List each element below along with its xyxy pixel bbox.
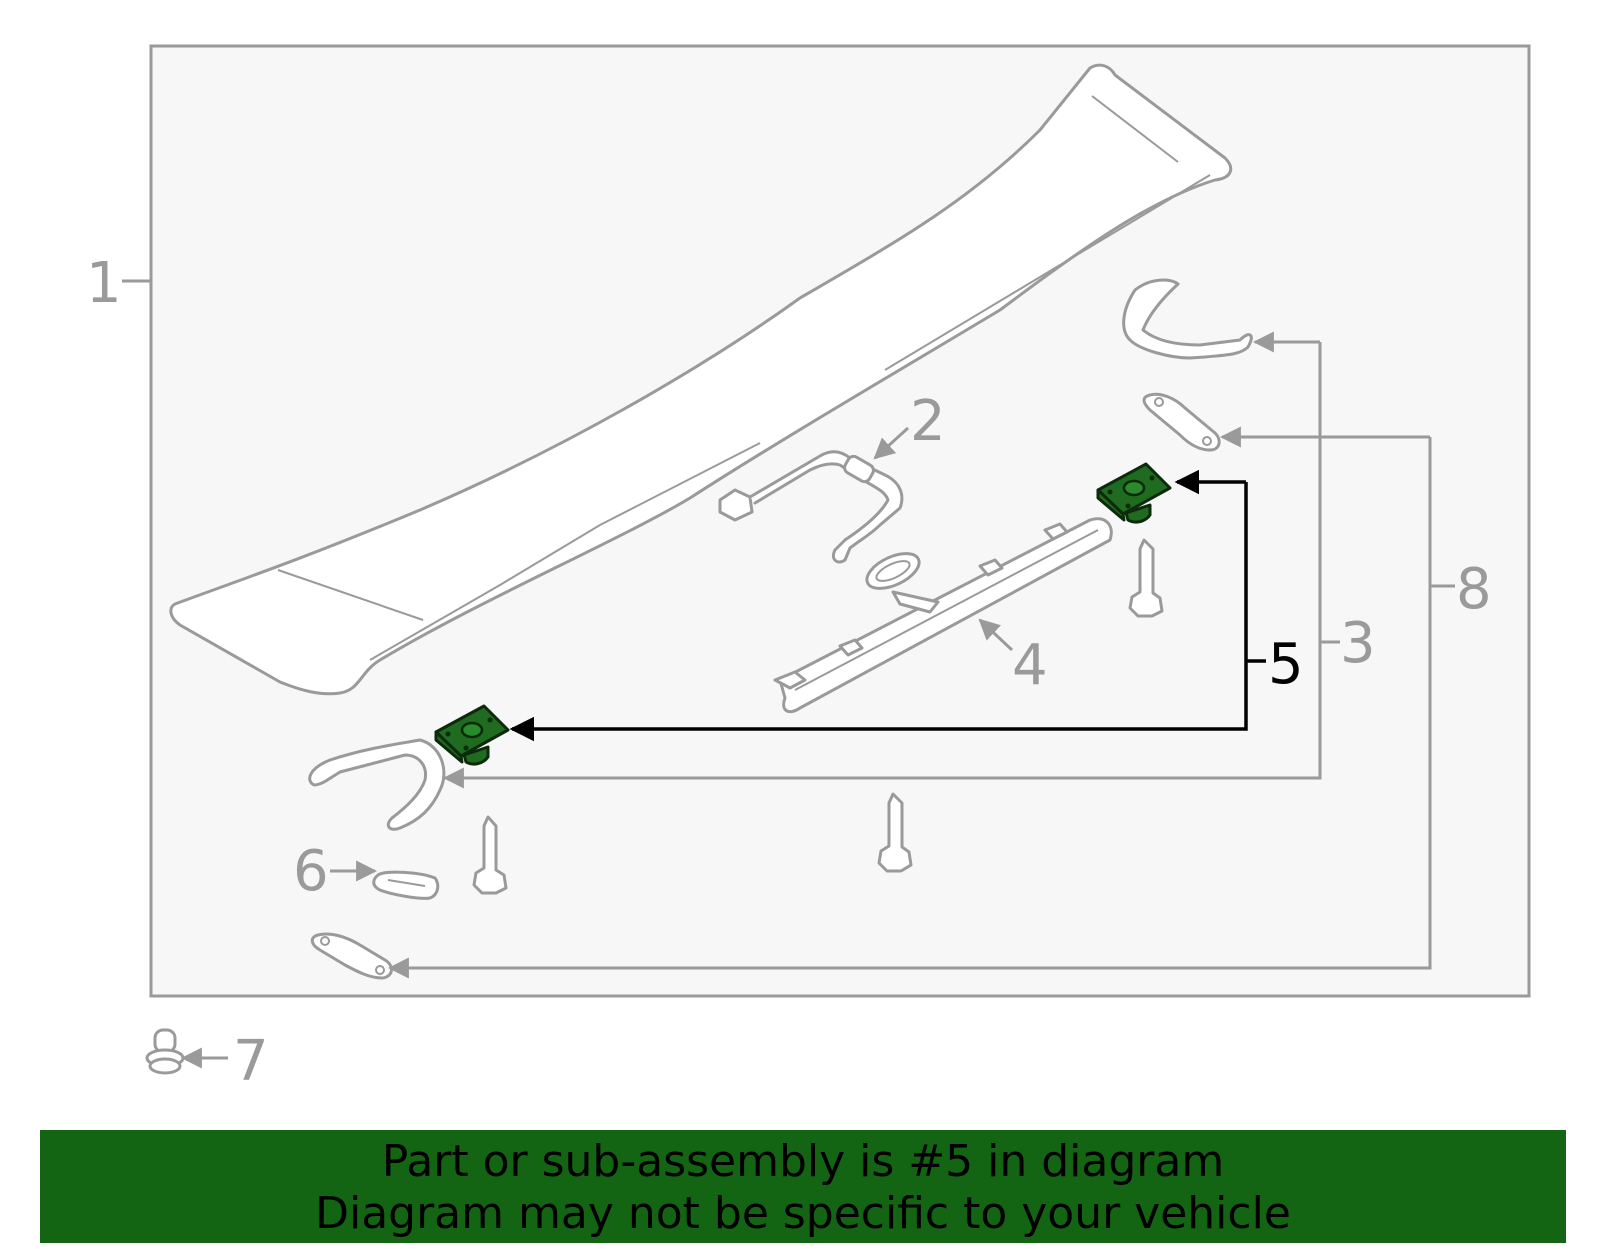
banner-line-part-number: Part or sub-assembly is #5 in diagram <box>381 1136 1225 1187</box>
callout-2: 2 <box>910 389 946 454</box>
parts-diagram: 1 2 3 4 5 6 7 8 <box>86 44 1531 1094</box>
callout-3: 3 <box>1340 611 1376 676</box>
seal-part-3-lower <box>308 738 446 831</box>
brake-lamp-part-4 <box>773 517 1113 714</box>
bolt-right <box>1128 538 1164 618</box>
assembly-frame <box>149 44 1531 998</box>
spoiler-part-1 <box>169 63 1233 696</box>
seal-part-3-upper <box>1122 278 1253 360</box>
banner-line-disclaimer: Diagram may not be specific to your vehi… <box>315 1188 1291 1239</box>
seal-ring <box>865 552 921 590</box>
callout-5: 5 <box>1268 632 1304 697</box>
callout-6: 6 <box>293 839 329 904</box>
callout-4: 4 <box>1012 633 1048 698</box>
leader-lines <box>122 279 1455 1069</box>
callout-1: 1 <box>86 251 122 316</box>
wire-harness-part-2 <box>718 450 904 564</box>
rivet-part-7 <box>145 1028 185 1075</box>
pad-part-8-upper <box>1142 392 1221 452</box>
callout-7: 7 <box>233 1029 269 1094</box>
callout-8: 8 <box>1456 557 1492 622</box>
clip-part-5-upper <box>1096 462 1172 524</box>
seal-part-6 <box>372 870 440 900</box>
bolt-left <box>472 815 508 895</box>
pad-part-8-lower <box>310 932 393 980</box>
notice-banner: Part or sub-assembly is #5 in diagram Di… <box>40 1130 1566 1243</box>
clip-part-5-lower <box>434 704 510 766</box>
bolt-center <box>877 792 913 873</box>
